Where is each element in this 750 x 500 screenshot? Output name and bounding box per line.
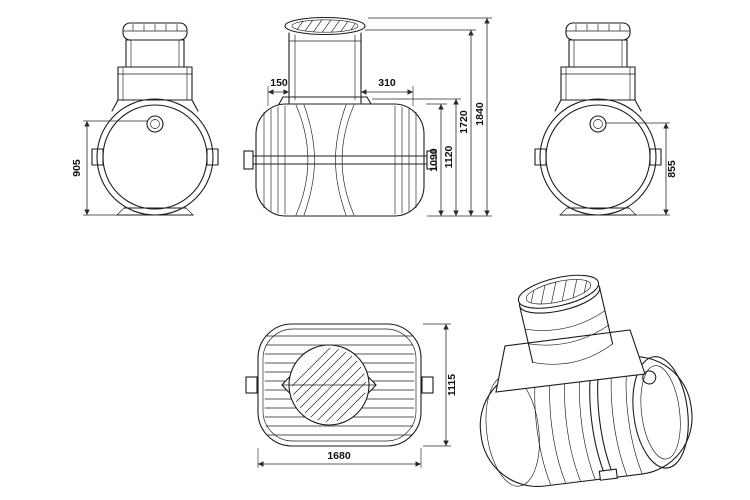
dim-label-1720: 1720	[458, 110, 470, 134]
dim-overall-height: 1840	[368, 17, 492, 216]
dim-label-310: 310	[378, 77, 396, 89]
dim-right-view-inlet-height: 855	[606, 122, 678, 216]
dim-neck-offset-left: 150	[267, 77, 289, 106]
top-body-outline	[257, 323, 422, 447]
dim-label-855: 855	[666, 160, 678, 178]
iso-inlet-port	[642, 370, 657, 385]
top-clamp-right	[421, 376, 434, 394]
dim-neck-offset-right: 310	[361, 77, 414, 106]
iso-right-cap	[632, 356, 689, 469]
dim-tank-length: 1680	[257, 448, 422, 468]
iso-lid-top	[517, 274, 600, 309]
side-tank-left	[91, 22, 219, 216]
view-side-right: 855	[534, 22, 678, 216]
dim-label-150: 150	[270, 77, 288, 89]
iso-neck	[517, 274, 614, 365]
iso-neck-sides	[519, 286, 614, 363]
dim-label-1090: 1090	[428, 148, 440, 172]
top-clamp-left	[245, 376, 258, 394]
iso-right-cap-inner	[640, 365, 681, 460]
front-strap	[243, 150, 437, 170]
iso-neck-ribs	[524, 310, 613, 365]
dim-label-1840: 1840	[474, 102, 486, 126]
front-body	[255, 103, 425, 217]
top-body-inner	[262, 328, 417, 442]
strap-buckle-left	[243, 150, 254, 170]
strap-buckle-right	[426, 150, 437, 170]
side-tank-right	[534, 22, 662, 216]
dim-left-view-inlet-height: 905	[71, 120, 148, 216]
dim-label-1680: 1680	[327, 450, 351, 462]
front-lid-inner	[291, 19, 359, 33]
iso-shoulder	[495, 329, 646, 393]
view-iso	[479, 274, 693, 487]
dim-label-1120: 1120	[443, 145, 455, 168]
view-top: 1680 1115	[245, 323, 458, 468]
front-body-ribs	[263, 104, 417, 216]
iso-lid-inner	[525, 279, 592, 305]
dim-label-905: 905	[71, 159, 83, 177]
front-lid	[284, 16, 366, 36]
iso-strap-buckle	[598, 468, 618, 481]
dim-label-1115: 1115	[446, 374, 458, 396]
dim-neck-top-height: 1720	[365, 29, 476, 216]
dim-body-height: 1090	[426, 103, 447, 216]
dim-tank-width: 1115	[423, 323, 458, 447]
front-neck	[278, 32, 372, 105]
view-front: 150 310 1090 1120 1720 1840	[243, 16, 492, 217]
view-side-left: 905	[71, 22, 219, 216]
dim-body-rib-height: 1120	[372, 98, 461, 216]
